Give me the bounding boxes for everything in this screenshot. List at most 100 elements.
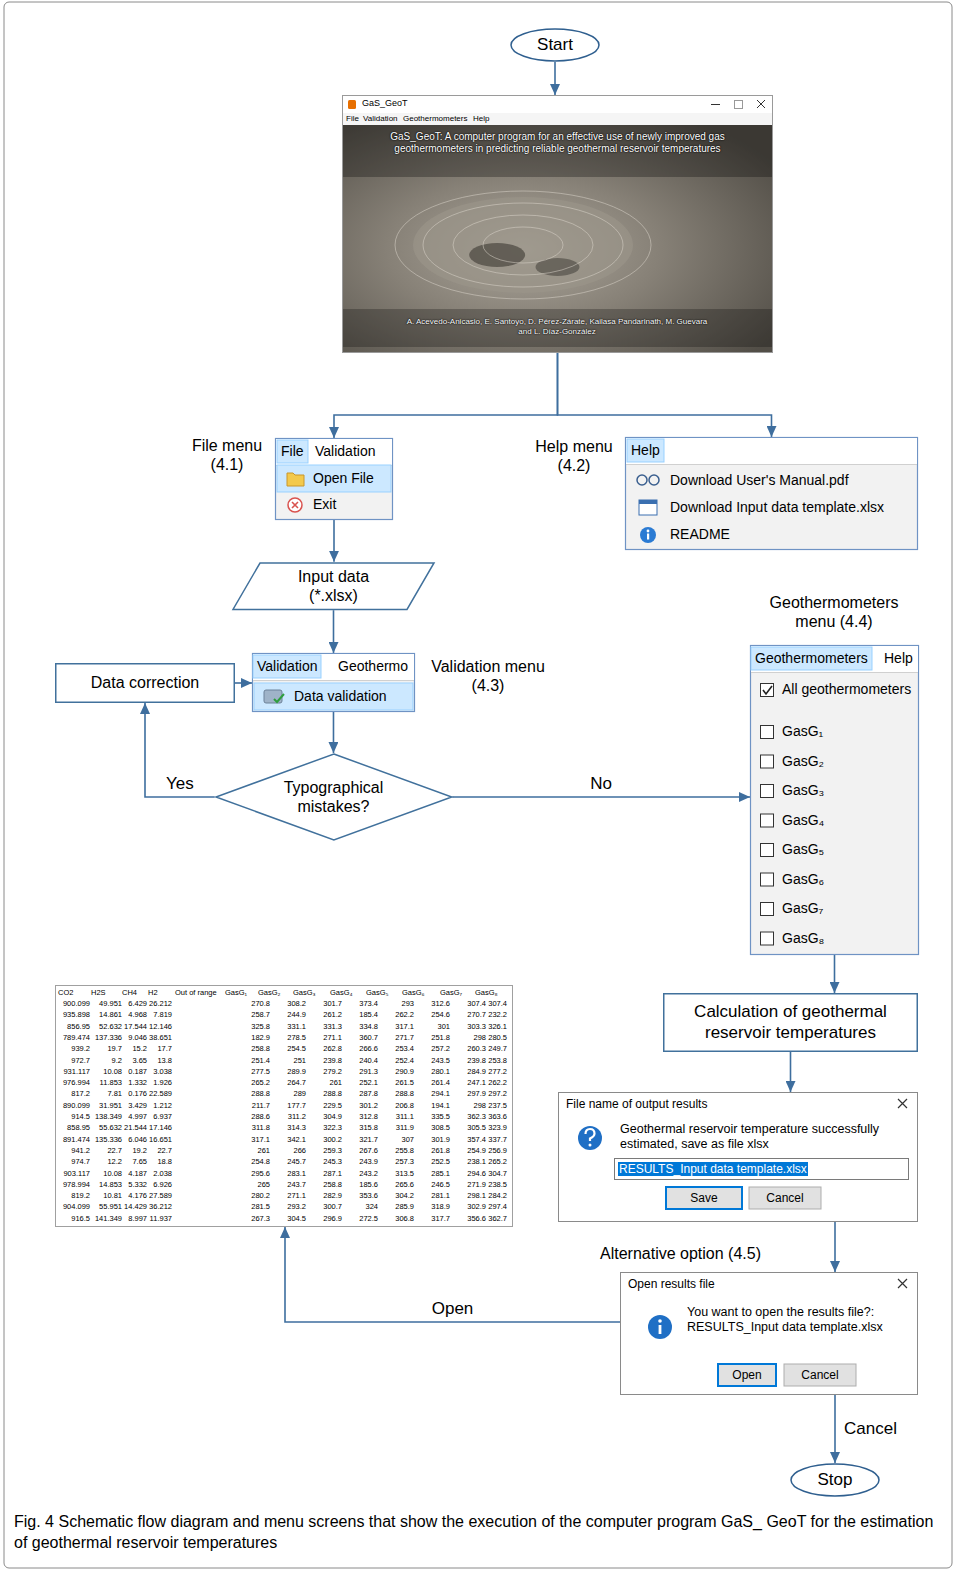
node-outline — [215, 753, 453, 841]
dialog-text: Geothermal reservoir temperature success… — [620, 1122, 905, 1152]
template-icon — [639, 500, 657, 515]
table-cell: 22.7 — [88, 1146, 122, 1155]
decision-diamond: Typographical mistakes? — [215, 753, 453, 841]
table-cell: 6.046 — [113, 1135, 147, 1144]
start-terminal: Start — [510, 28, 600, 62]
table-cell: 904.099 — [56, 1202, 90, 1211]
table-cell: 313.5 — [380, 1169, 414, 1178]
table-cell: 243.5 — [416, 1056, 450, 1065]
table-cell: 890.099 — [56, 1101, 90, 1110]
table-cell: 300.2 — [308, 1135, 342, 1144]
table-cell: 11.937 — [138, 1214, 172, 1223]
table-cell: 7.65 — [113, 1157, 147, 1166]
menu-item: Geothermometers — [755, 650, 868, 667]
flow-arrow — [554, 62, 556, 95]
menu-item: Help — [631, 442, 660, 459]
table-cell: 243.9 — [344, 1157, 378, 1166]
table-cell: 2.038 — [138, 1169, 172, 1178]
table-cell: 16.651 — [138, 1135, 172, 1144]
table-cell: 307.4 — [473, 999, 507, 1008]
checkbox — [761, 755, 774, 768]
menu-item-highlight — [254, 683, 413, 710]
table-cell: 285.1 — [416, 1169, 450, 1178]
menu-item: GasG₃ — [782, 782, 824, 799]
flow-arrow — [558, 353, 772, 437]
edge-label: Cancel — [841, 1419, 900, 1439]
hot-spring-photo — [343, 125, 772, 352]
table-cell: 252.5 — [416, 1157, 450, 1166]
table-cell: 288.8 — [308, 1089, 342, 1098]
table-cell: 249.7 — [473, 1044, 507, 1053]
table-cell: 240.4 — [344, 1056, 378, 1065]
table-cell: 55.951 — [88, 1202, 122, 1211]
manual-icon — [649, 475, 659, 485]
table-cell: 1.212 — [138, 1101, 172, 1110]
table-cell: 291.3 — [344, 1067, 378, 1076]
table-cell: 265.6 — [380, 1180, 414, 1189]
node-label: Typographical mistakes? — [276, 778, 391, 816]
checkbox — [761, 785, 774, 798]
table-cell: 283.1 — [272, 1169, 306, 1178]
option-heading: Alternative option (4.5) — [600, 1244, 761, 1263]
table-cell: 245.3 — [308, 1157, 342, 1166]
water-ripple — [483, 227, 563, 263]
table-cell: 265.2 — [473, 1157, 507, 1166]
table-cell: 903.117 — [56, 1169, 90, 1178]
table-cell: 141.349 — [88, 1214, 122, 1223]
checkbox-tick — [763, 686, 772, 694]
table-cell: 289 — [272, 1089, 306, 1098]
table-cell: 254.8 — [236, 1157, 270, 1166]
dialog-text: Cancel — [749, 1191, 821, 1205]
table-cell: 290.9 — [380, 1067, 414, 1076]
photo-shade — [343, 125, 772, 177]
menu-item: Validation — [315, 443, 375, 460]
table-cell: 308.2 — [272, 999, 306, 1008]
table-cell: 267.3 — [236, 1214, 270, 1223]
table-cell: 211.7 — [236, 1101, 270, 1110]
table-cell: 334.8 — [344, 1022, 378, 1031]
table-cell: 17.146 — [138, 1123, 172, 1132]
table-cell: 312.6 — [416, 999, 450, 1008]
table-cell: 306.8 — [380, 1214, 414, 1223]
table-cell: 939.2 — [56, 1044, 90, 1053]
terminal-outline — [791, 1464, 879, 1496]
table-cell: 238.1 — [452, 1157, 486, 1166]
table-cell: 246.5 — [416, 1180, 450, 1189]
table-cell: 317.1 — [236, 1135, 270, 1144]
table-cell: 916.5 — [56, 1214, 90, 1223]
table-cell: H2S — [91, 988, 106, 997]
table-cell: 253.8 — [473, 1056, 507, 1065]
help-menu-screen: Help menu (4.2)HelpDownload User's Manua… — [625, 437, 918, 550]
table-cell: 257.3 — [380, 1157, 414, 1166]
table-cell: 324 — [344, 1202, 378, 1211]
table-cell: 31.951 — [88, 1101, 122, 1110]
question-icon — [578, 1126, 602, 1150]
table-cell: 14.861 — [88, 1010, 122, 1019]
window-text: GaS_GeoT: A computer program for an effe… — [360, 131, 755, 155]
validation-icon — [264, 690, 282, 703]
table-cell: 260.3 — [452, 1044, 486, 1053]
dialog-text: Open — [718, 1368, 776, 1382]
table-cell: 182.9 — [236, 1033, 270, 1042]
app-icon — [348, 100, 356, 109]
window-text: Help — [473, 114, 489, 124]
info-icon — [640, 527, 656, 543]
menu-item: All geothermometers — [782, 681, 911, 698]
table-cell: 243.7 — [272, 1180, 306, 1189]
table-cell: 4.997 — [113, 1112, 147, 1121]
table-cell: 914.5 — [56, 1112, 90, 1121]
menu-bar — [276, 439, 392, 465]
table-cell: 314.3 — [272, 1123, 306, 1132]
checkbox — [761, 844, 774, 857]
manual-icon — [637, 475, 647, 485]
menu-bar — [343, 113, 772, 125]
dialog-frame — [559, 1093, 918, 1222]
table-cell: 285.9 — [380, 1202, 414, 1211]
table-cell: 900.099 — [56, 999, 90, 1008]
table-cell: Out of range — [175, 988, 217, 997]
table-cell: 789.474 — [56, 1033, 90, 1042]
table-cell: 267.6 — [344, 1146, 378, 1155]
menu-item: GasG₄ — [782, 812, 824, 829]
table-cell: 264.7 — [272, 1078, 306, 1087]
process-outline — [56, 664, 235, 703]
